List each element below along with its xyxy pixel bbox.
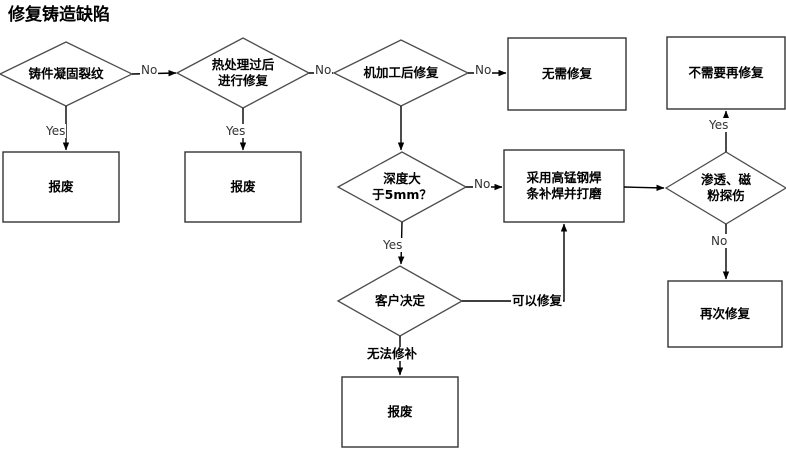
edge-label-n3-n5: No [314, 63, 333, 77]
node-shape-box-n6[interactable] [507, 37, 627, 111]
edge-label-n1-n2: Yes [45, 124, 67, 138]
node-shape-box-n9[interactable] [503, 149, 625, 223]
node-shape-box-n2[interactable] [2, 151, 120, 223]
edge-label-n12-n13: 无法修补 [366, 346, 419, 361]
edge-label-n8-n9: No [473, 177, 492, 191]
edge-label-n1-n3: No [140, 63, 159, 77]
page-title: 修复铸造缺陷 [8, 5, 110, 25]
edge-label-n10-n11: No [710, 234, 729, 248]
node-shape-diamond-n3[interactable] [175, 37, 311, 109]
edge-label-n5-n6: No [474, 63, 493, 77]
node-shape-box-n13[interactable] [341, 376, 459, 448]
node-shape-diamond-n1[interactable] [0, 41, 134, 107]
node-shape-diamond-n12[interactable] [336, 265, 464, 337]
edge-label-n3-n4: Yes [225, 124, 247, 138]
edge-n9-n10 [623, 184, 665, 192]
node-shape-diamond-n10[interactable] [664, 151, 786, 225]
node-shape-diamond-n8[interactable] [336, 151, 468, 223]
edge-n12-n9 [462, 223, 568, 302]
edge-label-n12-n9: 可以修复 [511, 293, 564, 308]
edge-label-n8-n12: Yes [382, 238, 404, 252]
node-shape-box-n11[interactable] [667, 280, 783, 348]
node-shape-diamond-n5[interactable] [332, 39, 470, 107]
node-shape-box-n7[interactable] [666, 36, 786, 110]
edge-label-n10-n7: Yes [708, 118, 730, 132]
node-shape-box-n4[interactable] [184, 151, 302, 223]
